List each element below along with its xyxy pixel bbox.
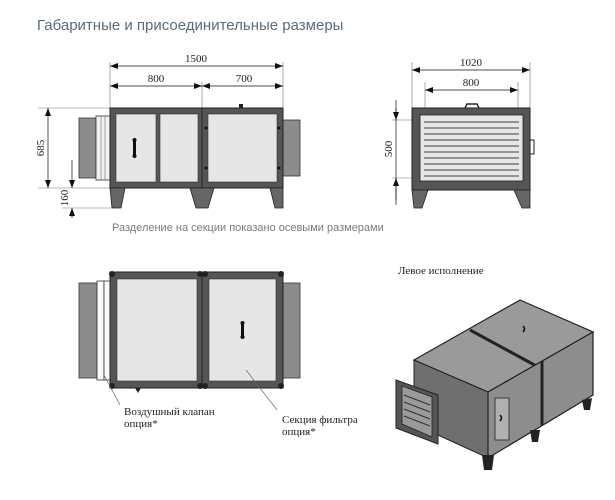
- page-title: Габаритные и присоединительные размеры: [37, 17, 344, 34]
- dim-1500: 1500: [185, 53, 208, 65]
- filter-option: опция*: [282, 426, 316, 438]
- dim-inner-800: 800: [463, 77, 480, 89]
- air-valve-callout: Воздушный клапан опция*: [124, 406, 215, 430]
- filter-callout: Секция фильтра опция*: [282, 414, 358, 438]
- dim-700: 700: [236, 73, 253, 85]
- dim-800: 800: [148, 73, 165, 85]
- air-valve-label: Воздушный клапан: [124, 406, 215, 418]
- side-view: [392, 62, 535, 209]
- top-view: [78, 271, 301, 411]
- iso-view-label: Левое исполнение: [398, 265, 484, 277]
- section-note: Разделение на секции показано осевыми ра…: [112, 222, 384, 234]
- dim-160: 160: [59, 189, 71, 206]
- dim-1020: 1020: [460, 57, 483, 69]
- air-valve-option: опция*: [124, 418, 158, 430]
- dim-685: 685: [35, 139, 47, 156]
- filter-label: Секция фильтра: [282, 414, 358, 426]
- dim-500: 500: [383, 140, 395, 157]
- iso-view: [395, 299, 595, 470]
- front-view: [38, 62, 301, 218]
